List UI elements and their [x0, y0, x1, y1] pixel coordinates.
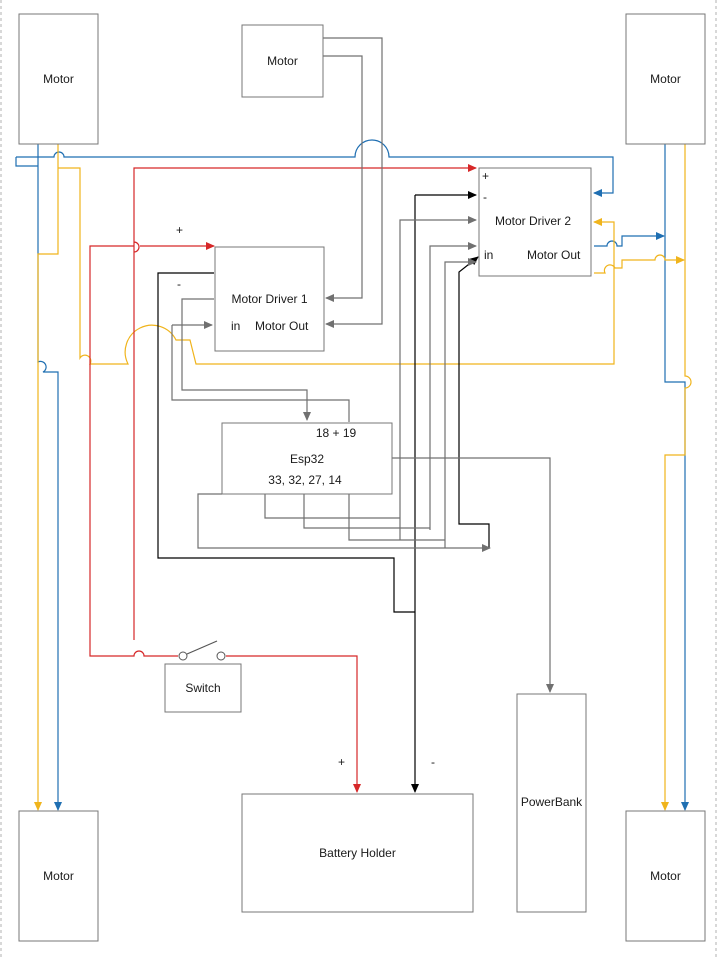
powerbank-label: PowerBank	[521, 795, 583, 809]
powerbank: PowerBank	[516, 693, 587, 913]
motor-driver-1-out-label: Motor Out	[255, 319, 309, 333]
motor-top-left-label: Motor	[43, 72, 74, 86]
blue-wire-left-stub	[15, 157, 38, 167]
battery-minus-label: -	[431, 755, 435, 769]
black-wire-driver1-minus	[157, 272, 415, 613]
yellow-wire-left-motor	[34, 144, 59, 811]
motor-driver-2-out-label: Motor Out	[527, 248, 581, 262]
motor-driver-2-plus-label: +	[482, 169, 489, 183]
red-wire-driver2-plus	[133, 164, 477, 640]
gray-wire-esp-pin32	[303, 494, 430, 529]
driver1-plus-label: +	[176, 223, 183, 237]
motor-bottom-right-label: Motor	[650, 869, 681, 883]
motor-top-center-label: Motor	[267, 54, 298, 68]
motor-driver-1-title: Motor Driver 1	[231, 292, 307, 306]
gray-wire-driver2-c	[444, 258, 477, 548]
gray-wire-esp-pin27	[348, 494, 445, 541]
switch-symbol: Switch	[164, 640, 242, 713]
red-wire-driver1-plus	[89, 245, 178, 657]
motor-driver-2-in-label: in	[484, 248, 493, 262]
yellow-wire-right-motor	[661, 144, 692, 811]
motor-driver-1: Motor Driver 1 in Motor Out	[214, 246, 325, 352]
battery-holder: Battery Holder	[241, 793, 474, 913]
motor-top-right: Motor	[625, 13, 706, 145]
motor-top-left: Motor	[18, 13, 99, 145]
gray-wire-esp-pin33	[264, 494, 400, 519]
motor-driver-2-minus-label: -	[483, 190, 487, 204]
esp32-pins-top: 18 + 19	[316, 426, 357, 440]
motor-driver-2-title: Motor Driver 2	[495, 214, 571, 228]
red-wires	[89, 164, 477, 793]
blue-wire-right-motor	[664, 144, 689, 811]
motor-bottom-right: Motor	[625, 810, 706, 942]
motor-bottom-left: Motor	[18, 810, 99, 942]
battery-plus-label: +	[338, 755, 345, 769]
gray-wire-esp-bottom-loop	[197, 493, 491, 552]
blue-wire-driver2-out	[594, 232, 665, 247]
driver1-minus-label: -	[177, 277, 181, 291]
yellow-wire-left-loop	[58, 167, 615, 365]
yellow-wires	[34, 144, 692, 811]
gray-wire-driver2-b	[429, 242, 477, 530]
switch-label: Switch	[185, 681, 220, 695]
gray-wires	[171, 37, 554, 693]
gray-wire-esp-top	[171, 325, 350, 422]
black-wires	[157, 191, 490, 793]
motor-driver-1-in-label: in	[231, 319, 240, 333]
battery-holder-label: Battery Holder	[319, 846, 396, 860]
motor-driver-2: Motor Driver 2 + - in Motor Out	[478, 167, 592, 277]
black-wire-esp-driver2	[458, 256, 490, 548]
motor-bottom-left-label: Motor	[43, 869, 74, 883]
blue-wire-left-motor	[37, 144, 62, 811]
gray-wire-esp-powerbank	[392, 457, 554, 693]
esp32-pins-bottom: 33, 32, 27, 14	[268, 473, 342, 487]
red-wire-battery	[226, 655, 361, 793]
motor-top-center: Motor	[241, 24, 324, 98]
esp32: 18 + 19 Esp32 33, 32, 27, 14	[221, 422, 393, 495]
gray-wire-driver2-a	[399, 216, 477, 540]
yellow-wire-driver2-out	[594, 254, 685, 274]
esp32-title: Esp32	[290, 452, 324, 466]
blue-wires	[15, 139, 689, 811]
motor-top-right-label: Motor	[650, 72, 681, 86]
